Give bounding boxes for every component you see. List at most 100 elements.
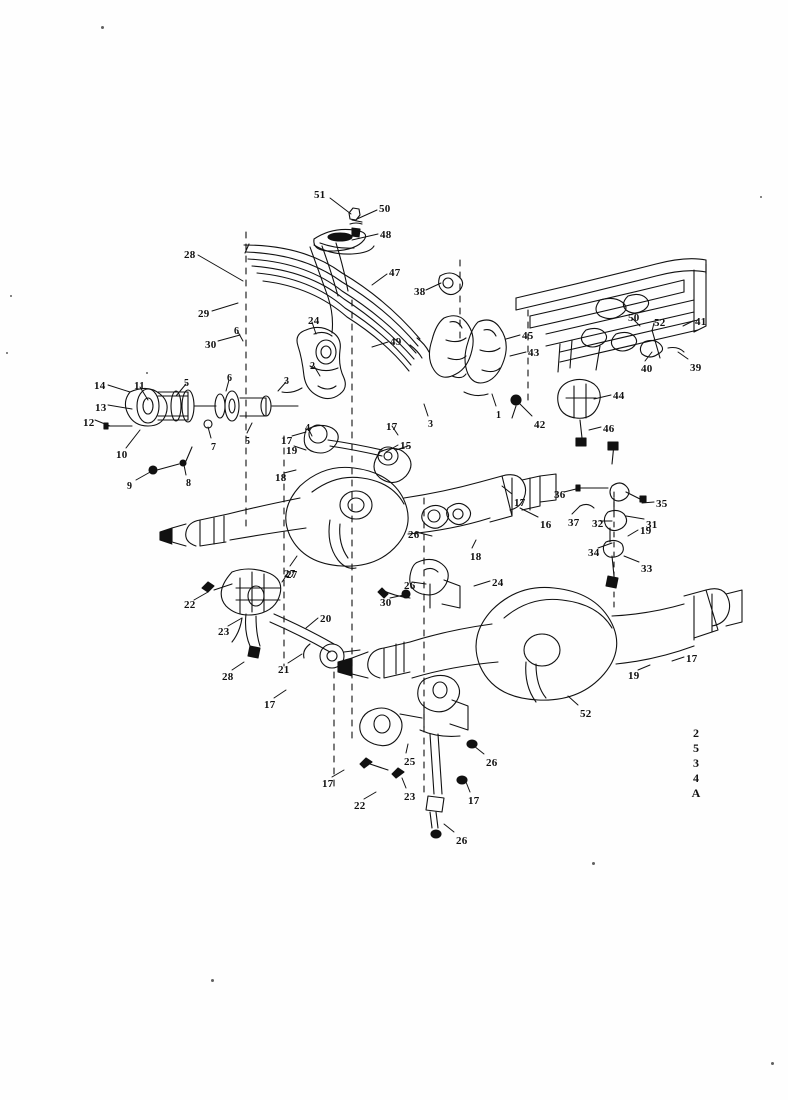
leader-line-18 [283, 469, 297, 474]
callout-52: 52 [654, 317, 666, 329]
callout-29: 29 [198, 308, 210, 320]
leader-line-6 [237, 331, 244, 342]
leader-line-27 [281, 572, 289, 583]
callout-24: 24 [308, 315, 320, 327]
leader-line-44 [593, 394, 612, 400]
callout-leader-lines [94, 197, 694, 833]
leader-line-24 [311, 321, 317, 335]
callout-38: 38 [414, 286, 426, 298]
leader-line-41 [682, 320, 694, 327]
callout-22: 22 [184, 599, 196, 611]
scan-speck [592, 862, 595, 865]
leader-line-26 [415, 531, 433, 537]
leader-line-43 [509, 351, 527, 357]
callout-44: 44 [613, 390, 625, 402]
callout-23: 23 [404, 791, 416, 803]
leader-line-30 [217, 334, 241, 342]
leader-line-18 [471, 539, 477, 549]
callout-25: 25 [404, 756, 416, 768]
callout-7: 7 [211, 442, 217, 453]
leader-line-16 [519, 507, 539, 518]
callout-5: 5 [245, 436, 251, 447]
leader-line-15 [385, 444, 399, 453]
callout-26: 26 [486, 757, 498, 769]
callout-40: 40 [641, 363, 653, 375]
callout-26: 26 [404, 580, 416, 592]
steering-gear-pitman-group [201, 568, 361, 669]
scan-speck [101, 26, 104, 29]
callout-35: 35 [656, 498, 668, 510]
callout-3: 3 [284, 376, 290, 387]
leader-line-22 [193, 591, 209, 601]
leader-line-12 [94, 419, 111, 427]
leader-line-31 [625, 515, 645, 520]
callout-52: 52 [580, 708, 592, 720]
leader-line-52 [567, 695, 579, 706]
leader-line-29 [211, 302, 239, 312]
callout-43: 43 [528, 347, 540, 359]
linework-group [94, 197, 743, 839]
callout-19: 19 [628, 670, 640, 682]
scan-speck [211, 979, 214, 982]
leader-line-13 [107, 404, 133, 410]
leader-line-26 [443, 823, 455, 833]
scan-speck [10, 295, 12, 297]
leader-line-50 [631, 317, 641, 327]
leader-line-17 [291, 431, 307, 437]
leader-line-30 [389, 594, 405, 599]
callout-41: 41 [695, 316, 707, 328]
front-knuckle-spindle-group [103, 326, 346, 475]
callout-23: 23 [218, 626, 230, 638]
leader-line-37 [571, 505, 581, 515]
callout-14: 14 [94, 380, 106, 392]
callout-28: 28 [184, 249, 196, 261]
leader-line-39 [677, 351, 689, 360]
callout-50: 50 [628, 312, 640, 324]
leader-line-48 [351, 233, 379, 241]
leader-line-46 [588, 426, 602, 431]
callout-17: 17 [468, 795, 480, 807]
leader-line-24 [473, 580, 491, 587]
leader-line-2 [313, 365, 321, 377]
leader-line-35 [641, 501, 655, 504]
callout-17: 17 [386, 421, 398, 433]
callout-17: 17 [514, 497, 526, 509]
leader-line-3 [423, 403, 429, 417]
leader-line-52 [651, 322, 655, 332]
leader-line-51 [329, 197, 352, 215]
callout-24: 24 [492, 577, 504, 589]
callout-6: 6 [234, 326, 240, 337]
leader-line-3 [277, 381, 287, 392]
leader-line-4 [307, 427, 313, 437]
leader-line-10 [125, 429, 141, 449]
leader-line-1 [491, 393, 497, 407]
leader-line-40 [644, 351, 653, 362]
callout-46: 46 [603, 423, 615, 435]
projection-lines-group [245, 231, 529, 799]
callout-17: 17 [686, 653, 698, 665]
leader-line-33 [623, 555, 640, 563]
callout-47: 47 [389, 267, 401, 279]
callout-34: 34 [588, 547, 600, 559]
leader-line-42 [519, 403, 533, 417]
callout-19: 19 [640, 525, 652, 537]
leader-line-47 [371, 273, 388, 286]
leader-line-6 [225, 379, 230, 392]
scan-speck [760, 196, 762, 198]
leader-line-19 [627, 529, 639, 537]
leader-line-26 [473, 745, 485, 755]
shock-mount-hardware-group [575, 441, 647, 613]
leader-line-11 [139, 386, 149, 401]
callout-48: 48 [380, 229, 392, 241]
leader-line-8 [183, 464, 187, 476]
rear-axle-housing-group [337, 586, 743, 839]
leader-line-45 [505, 334, 521, 340]
leader-line-38 [425, 282, 442, 291]
leader-line-7 [207, 426, 212, 439]
leader-line-34 [597, 542, 613, 549]
leader-line-19 [293, 445, 307, 451]
callout-17: 17 [281, 435, 293, 447]
